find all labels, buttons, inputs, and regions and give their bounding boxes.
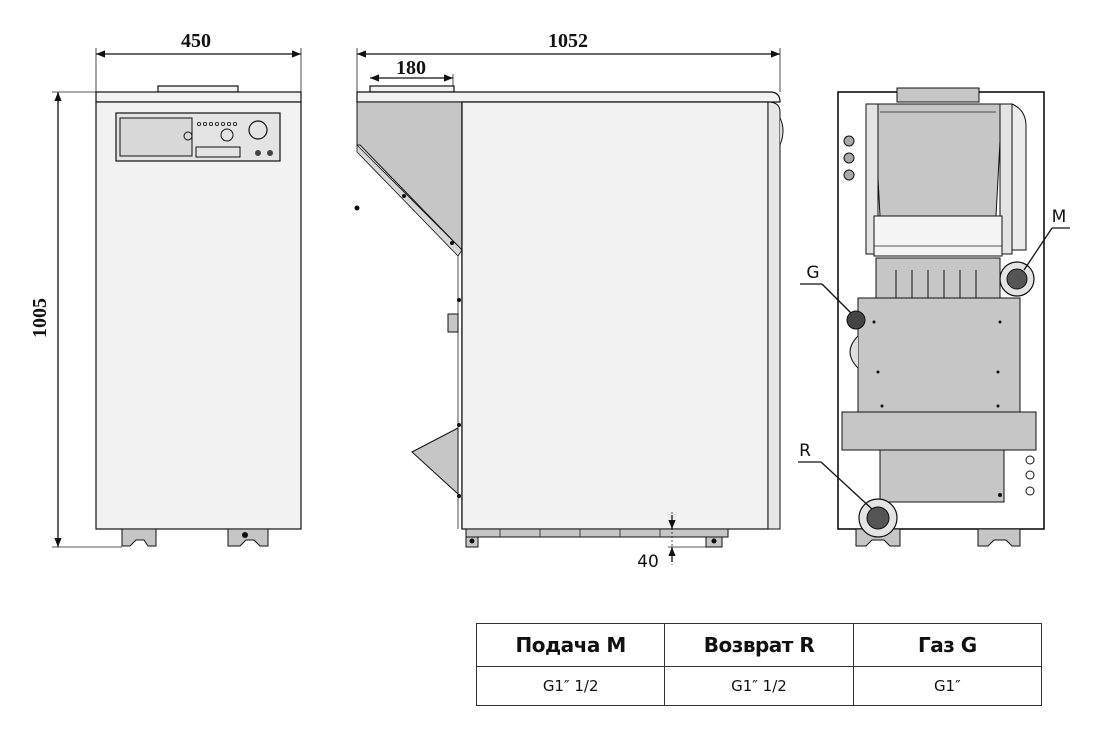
foot-height-label: 40 [637,552,659,572]
gas-label: G [806,263,819,283]
front-view: 450 1005 [29,30,302,548]
height-label: 1005 [29,298,51,338]
rear-crossbar [841,411,1037,451]
side-view: 1052 180 [354,30,784,572]
heat-exchanger [873,103,1003,217]
burner [875,257,1001,299]
side-base [465,528,729,548]
top-inset-label: 180 [396,57,426,79]
front-feet [121,528,269,547]
header-supply: Подача М [475,623,666,667]
return-label: R [799,441,811,461]
total-depth-label: 1052 [548,30,588,52]
table-row: G1″ 1/2 G1″ 1/2 G1″ [475,666,1043,706]
table-header-row: Подача М Возврат R Газ G [475,623,1043,667]
supply-pipe [999,261,1035,297]
value-supply: G1″ 1/2 [475,666,666,706]
rear-connectors [843,135,1035,496]
control-panel [115,112,281,162]
value-return: G1″ 1/2 [664,666,854,706]
boiler-front-body [95,101,302,530]
rear-pipe-bracket [411,427,459,496]
value-gas: G1″ [852,666,1043,706]
front-width-label: 450 [181,30,211,52]
supply-label: M [1052,207,1067,227]
header-return: Возврат R [664,623,854,667]
boiler-side-body [461,101,769,530]
gas-pipe [846,310,866,330]
header-gas: Газ G [852,623,1043,667]
rear-plate [857,297,1021,417]
connection-spec-table: Подача М Возврат R Газ G G1″ 1/2 G1″ 1/2… [475,623,1043,706]
draft-hood [356,101,463,252]
return-pipe [858,498,898,538]
rear-view: M G R [798,87,1070,547]
